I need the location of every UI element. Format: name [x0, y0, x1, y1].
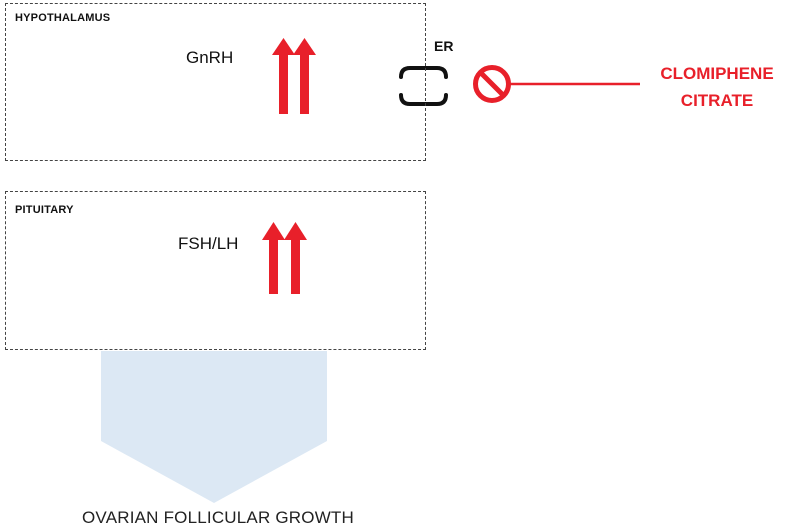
clomiphene-citrate-label: CLOMIPHENE CITRATE: [652, 60, 782, 114]
estrogen-receptor-bracket-icon: [399, 66, 448, 106]
gnrh-label: GnRH: [186, 48, 234, 67]
drug-label-line1: CLOMIPHENE: [660, 64, 774, 83]
fsh-lh-label: FSH/LH: [178, 234, 239, 253]
inhibit-prohibition-icon: [473, 65, 511, 103]
pituitary-box: [5, 191, 426, 350]
pituitary-label: PITUITARY: [15, 204, 74, 216]
ovarian-follicular-growth-label: OVARIAN FOLLICULAR GROWTH: [82, 508, 354, 527]
hypothalamus-box: [5, 3, 426, 161]
drug-label-line2: CITRATE: [680, 91, 754, 110]
outcome-arrow-shape: [101, 351, 327, 503]
gnrh-up-arrows-icon: [272, 38, 316, 114]
estrogen-receptor-label: ER: [434, 38, 454, 54]
fsh-lh-up-arrows-icon: [262, 222, 307, 294]
hypothalamus-label: HYPOTHALAMUS: [15, 12, 111, 24]
